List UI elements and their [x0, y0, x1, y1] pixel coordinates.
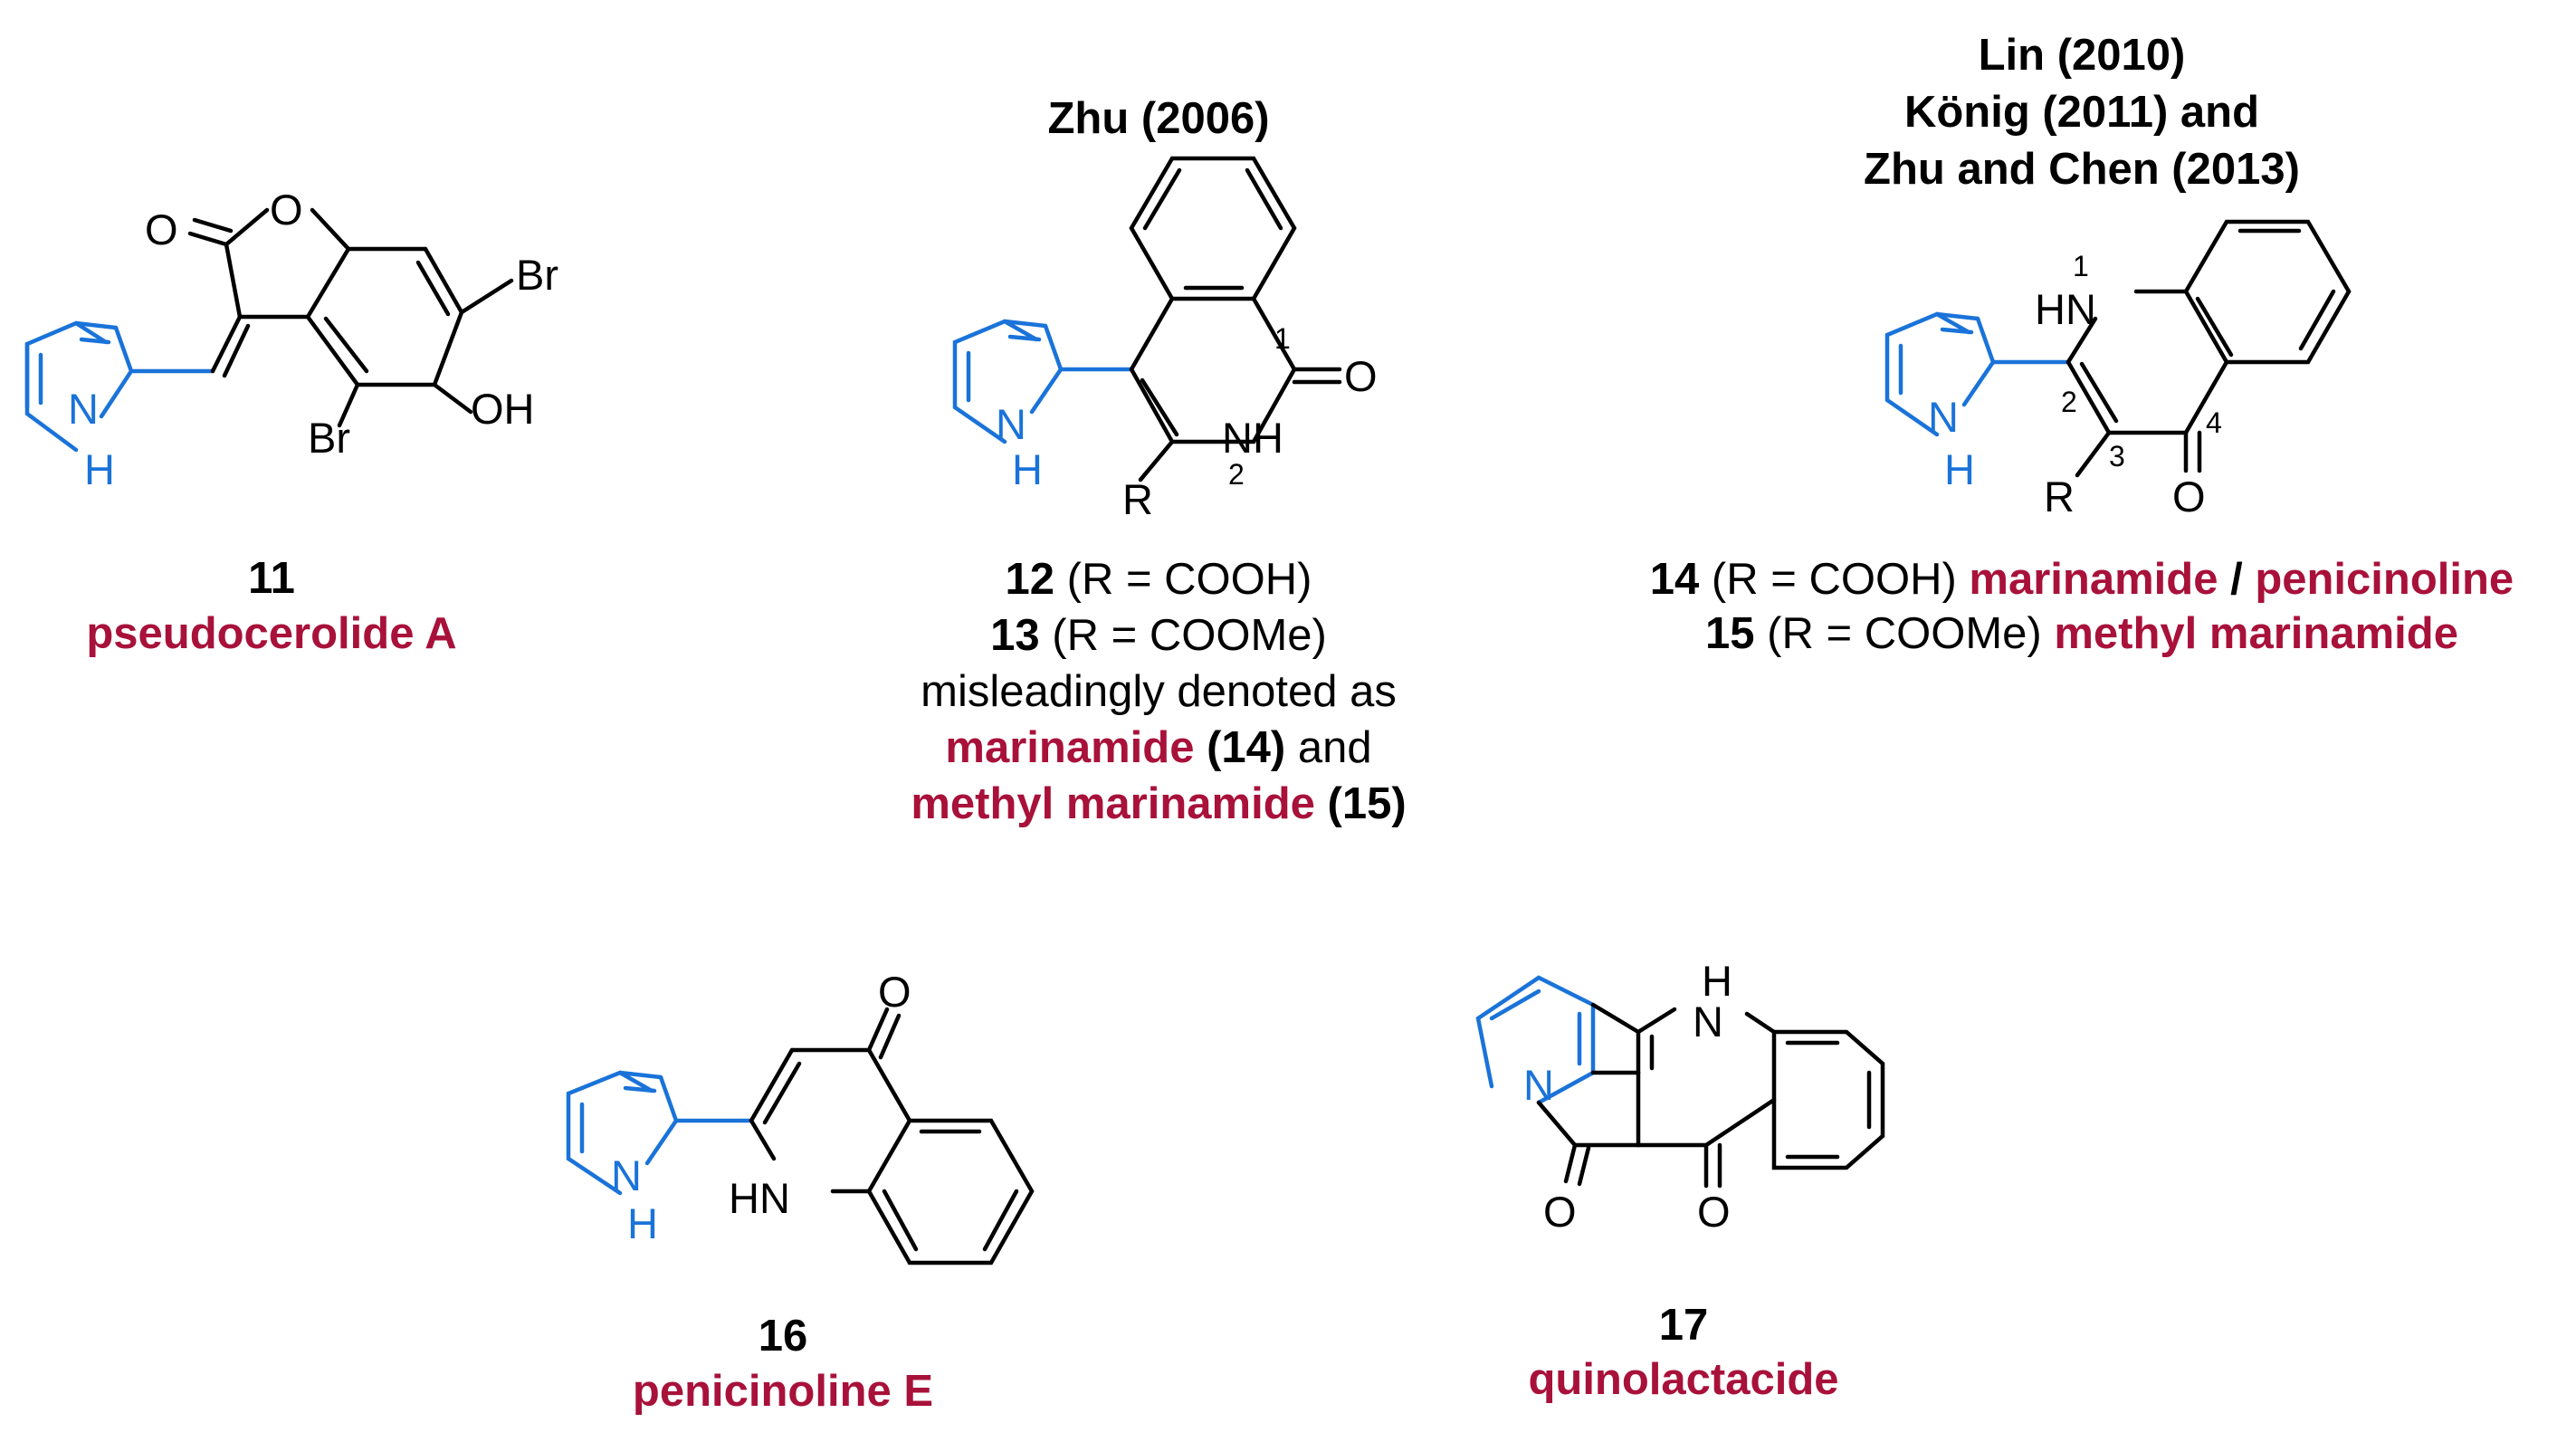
locant-3-14: 3	[2109, 440, 2125, 473]
caption-13-and: and	[1285, 723, 1371, 772]
structure-17: H N O O N	[1475, 957, 1885, 1236]
caption-13-methyl-line: methyl marinamide (15)	[911, 779, 1406, 828]
carbonyl-oxygen-16: O	[878, 968, 911, 1016]
locant-2-14: 2	[2061, 386, 2077, 418]
compound-name-14-penicinoline: penicinoline	[2255, 555, 2514, 604]
hydroxyl-label-11: OH	[471, 385, 535, 433]
compound-number-16: 16	[758, 1312, 808, 1361]
bromine-label-11b: Br	[308, 414, 350, 462]
amine-hn-label-16: HN	[729, 1174, 790, 1222]
heading-zhu-2006: Zhu (2006)	[1047, 94, 1269, 143]
ring-oxygen-11: O	[270, 186, 303, 234]
pyrrole-n-label-12: N	[996, 400, 1026, 448]
quinolinone-core-16	[749, 1007, 1035, 1265]
caption-12: 12 (R = COOH)	[1006, 555, 1312, 604]
lactam-oxygen-17: O	[1543, 1188, 1577, 1236]
caption-15-text: (R = COOMe)	[1755, 609, 2055, 658]
compound-number-11: 11	[248, 554, 295, 603]
caption-13-text: (R = COOMe)	[1040, 611, 1327, 660]
compound-number-14: 14	[1650, 555, 1700, 604]
caption-15: 15 (R = COOMe) methyl marinamide	[1705, 609, 2458, 658]
compound-number-12: 12	[1006, 555, 1055, 604]
amine-hn-label-14: HN	[2035, 285, 2096, 333]
heading-lin-2010: Lin (2010)	[1979, 31, 2186, 80]
locant-1-12: 1	[1274, 322, 1291, 355]
locant-4-14: 4	[2206, 406, 2222, 439]
caption-13-ref-15: (15)	[1328, 779, 1407, 828]
pyrrole-ring-11	[24, 320, 215, 453]
pyrrole-ring-17	[1475, 975, 1596, 1105]
heading-konig-2011: König (2011) and	[1904, 88, 2259, 137]
pyrrole-n-label-14: N	[1928, 393, 1959, 441]
locant-2-12: 2	[1228, 458, 1245, 491]
structure-11: O O Br OH Br N H	[24, 186, 558, 493]
compound-name-11: pseudocerolide A	[86, 609, 456, 658]
pyrrole-ring-14	[1884, 311, 2071, 437]
pyrrole-h-label-16: H	[627, 1199, 658, 1247]
pyrrole-n-label-11: N	[68, 385, 99, 433]
caption-13-ref-14: (14)	[1207, 723, 1285, 772]
compound-number-17: 17	[1659, 1301, 1709, 1350]
amine-h-label-17: H	[1702, 957, 1732, 1005]
amide-nh-label-12: NH	[1222, 414, 1283, 462]
pyrrole-ring-16	[566, 1070, 754, 1196]
carbonyl-oxygen-14: O	[2172, 473, 2206, 520]
heading-zhu-chen-2013: Zhu and Chen (2013)	[1864, 145, 2300, 194]
caption-14-text: (R = COOH)	[1699, 555, 1969, 604]
compound-number-15: 15	[1705, 609, 1755, 658]
quinolinone-core-14	[2066, 219, 2352, 478]
caption-13-methyl-name: methyl marinamide	[911, 779, 1327, 828]
compound-name-17: quinolactacide	[1528, 1355, 1838, 1404]
caption-14: 14 (R = COOH) marinamide / penicinoline	[1650, 555, 2514, 604]
structure-16: O HN N H	[566, 968, 1035, 1265]
caption-13-marinamide-line: marinamide (14) and	[945, 723, 1371, 772]
caption-13-marinamide-name: marinamide	[945, 723, 1207, 772]
compound-name-16: penicinoline E	[633, 1367, 933, 1416]
caption-12-text: (R = COOH)	[1054, 555, 1312, 604]
carbonyl-oxygen-12: O	[1344, 352, 1378, 400]
benzofuranone-core-11	[187, 207, 514, 428]
bromine-label-11a: Br	[516, 251, 558, 299]
compound-number-13: 13	[990, 611, 1040, 660]
pyrroloquinolinone-core-17	[1536, 1002, 1885, 1189]
pyrrole-h-label-12: H	[1012, 445, 1043, 493]
caption-13: 13 (R = COOMe)	[990, 611, 1327, 660]
caption-13-note: misleadingly denoted as	[921, 667, 1397, 716]
compound-name-15: methyl marinamide	[2054, 609, 2458, 658]
carbonyl-oxygen-11: O	[145, 205, 178, 253]
amine-n-label-17: N	[1693, 998, 1723, 1046]
ketone-oxygen-17: O	[1697, 1188, 1731, 1236]
r-group-label-14: R	[2044, 473, 2075, 520]
caption-14-slash: /	[2218, 555, 2255, 604]
pyrrole-h-label-14: H	[1944, 445, 1975, 493]
pyrrole-ring-12	[952, 319, 1134, 444]
isoquinolinone-core-12	[1129, 156, 1342, 482]
structure-12-13: O NH R 1 2 N H	[952, 156, 1378, 523]
compound-name-14-marinamide: marinamide	[1969, 555, 2218, 604]
pyrrole-n-label-16: N	[611, 1151, 642, 1199]
structure-14-15: HN O R 1 2 3 4 N H	[1884, 219, 2352, 520]
pyrrole-h-label-11: H	[84, 445, 115, 493]
locant-1-14: 1	[2073, 250, 2089, 282]
r-group-label-12: R	[1122, 475, 1153, 523]
pyrrole-n-label-17: N	[1523, 1061, 1554, 1109]
